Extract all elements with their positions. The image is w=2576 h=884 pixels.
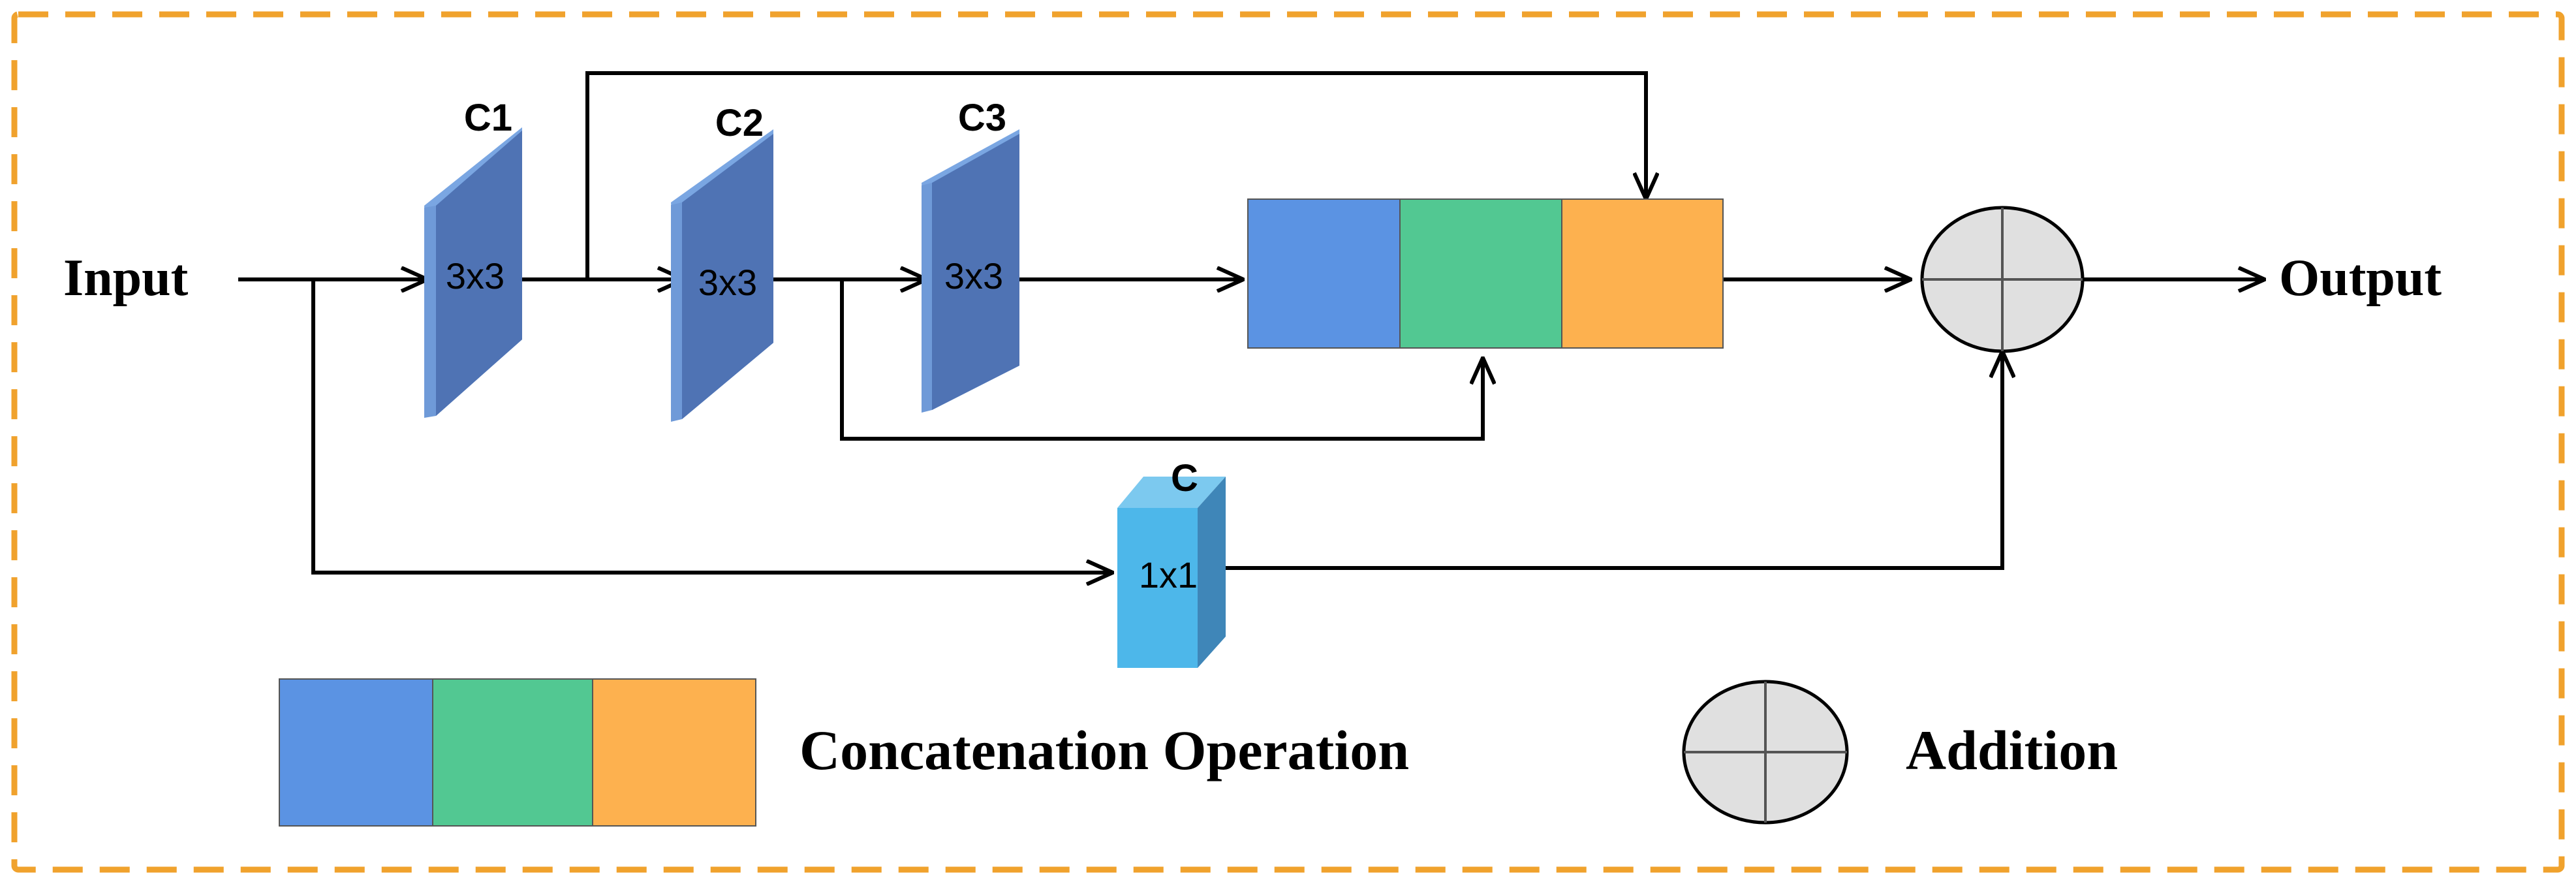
arrow-c2-to-concat	[840, 279, 1483, 441]
addition-node	[1920, 206, 2085, 353]
arrow-conv1x1-to-addition	[1224, 351, 2002, 570]
conv-c1-name: C1	[464, 97, 512, 139]
conv-c2-front	[682, 134, 773, 419]
arrow-skip-c1-to-concat	[585, 71, 1646, 279]
legend-concat-label: Concatenation Operation	[799, 719, 1409, 781]
arrow-input-to-conv1x1	[311, 279, 1113, 573]
legend-concat-blue	[279, 678, 433, 827]
conv-c3-front	[932, 134, 1019, 410]
legend: Concatenation Operation Addition	[279, 678, 2118, 827]
conv-c3-edge	[922, 183, 932, 413]
output-label: Output	[2279, 249, 2442, 307]
conv-c-kernel: 1x1	[1139, 554, 1198, 595]
conv-c-name: C	[1171, 457, 1198, 499]
input-label: Input	[63, 249, 189, 307]
legend-addition-label: Addition	[1906, 719, 2118, 781]
conv-block-c-1x1: C 1x1	[1117, 457, 1226, 668]
conv-c1-edge	[424, 206, 436, 418]
conv-block-c3: C3 3x3	[922, 97, 1019, 413]
conv-c-side	[1198, 477, 1226, 668]
conv-c1-kernel: 3x3	[446, 255, 504, 296]
conv-block-c2: C2 3x3	[671, 102, 773, 422]
legend-concat-green	[432, 678, 593, 827]
outer-frame	[11, 11, 2565, 873]
concat-segment-orange	[1561, 198, 1724, 349]
conv-block-c1: C1 3x3	[424, 97, 522, 418]
legend-concat-orange	[592, 678, 756, 827]
conv-c2-kernel: 3x3	[698, 262, 757, 303]
conv-c-top	[1117, 477, 1226, 508]
concat-block	[1247, 198, 1724, 349]
concat-segment-green	[1399, 198, 1562, 349]
conv-c2-edge	[671, 202, 682, 422]
conv-c2-name: C2	[715, 102, 764, 144]
conv-c3-kernel: 3x3	[944, 255, 1003, 296]
conv-c-front	[1117, 508, 1198, 668]
conv-c3-name: C3	[958, 97, 1006, 139]
conv-c1-front	[436, 131, 522, 416]
connections	[238, 71, 2265, 573]
concat-segment-blue	[1247, 198, 1401, 349]
